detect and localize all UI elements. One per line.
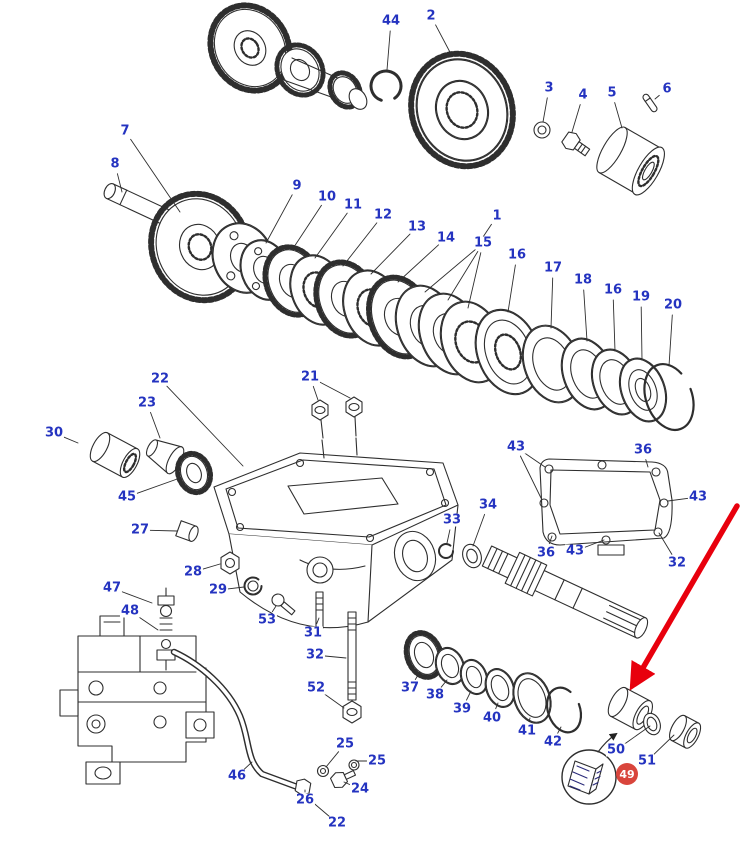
part-callout-51: 51 (636, 753, 658, 769)
part-callout-40: 40 (481, 710, 503, 726)
part-callout-34: 34 (477, 497, 499, 513)
part-callout-28: 28 (182, 564, 204, 580)
part-callout-29: 29 (207, 582, 229, 598)
part-bolt-4 (561, 131, 591, 157)
part-gear-2 (408, 50, 516, 170)
part-housing-22 (213, 437, 459, 629)
detail-section-49 (561, 732, 618, 805)
red-arrow (629, 503, 740, 691)
part-coupler-5 (596, 126, 665, 196)
part-callout-43: 43 (687, 489, 709, 505)
part-callout-15: 15 (472, 235, 494, 251)
part-callout-7: 7 (119, 123, 131, 139)
part-rings-37-42 (403, 630, 583, 734)
part-callout-25: 25 (366, 753, 388, 769)
part-cover-plate-43 (539, 458, 673, 556)
part-plug-27 (175, 520, 199, 542)
part-washer-3 (533, 121, 551, 139)
part-callout-18: 18 (572, 272, 594, 288)
part-pin-6 (642, 93, 658, 113)
part-callout-1: 1 (491, 208, 503, 224)
part-callout-17: 17 (542, 260, 564, 276)
part-callout-48: 48 (119, 603, 141, 619)
part-callout-11: 11 (342, 197, 364, 213)
part-callout-27: 27 (129, 522, 151, 538)
part-bolt-53 (271, 593, 296, 616)
part-callout-3: 3 (543, 80, 555, 96)
part-washer-34 (462, 543, 482, 569)
part-callout-43: 43 (564, 543, 586, 559)
part-callout-37: 37 (399, 680, 421, 696)
part-callout-36: 36 (535, 545, 557, 561)
part-callout-4: 4 (577, 87, 589, 103)
part-callout-45: 45 (116, 489, 138, 505)
part-callout-19: 19 (630, 289, 652, 305)
part-callout-8: 8 (109, 156, 121, 172)
part-valve-47-48 (156, 587, 176, 671)
part-callout-32: 32 (304, 647, 326, 663)
part-callout-50: 50 (605, 742, 627, 758)
part-callout-23: 23 (136, 395, 158, 411)
part-callout-42: 42 (542, 734, 564, 750)
callout-leader-lines (62, 24, 689, 817)
part-callout-21: 21 (299, 369, 321, 385)
part-stud-32 (347, 611, 357, 701)
part-callout-22: 22 (149, 371, 171, 387)
part-snap-ring-44 (369, 69, 403, 103)
part-nut-28 (220, 551, 240, 575)
part-callout-13: 13 (406, 219, 428, 235)
part-cap-51 (669, 714, 702, 749)
part-callout-16: 16 (506, 247, 528, 263)
part-nuts-21 (311, 396, 363, 439)
part-clutch-pack (239, 239, 505, 384)
part-callout-6: 6 (661, 81, 673, 97)
part-callout-43: 43 (505, 439, 527, 455)
part-callout-16: 16 (602, 282, 624, 298)
part-callout-30: 30 (43, 425, 65, 441)
part-callout-47: 47 (101, 580, 123, 596)
part-ring-33 (438, 543, 454, 559)
part-input-shaft (207, 2, 368, 110)
part-callout-39: 39 (451, 701, 473, 717)
part-ring-29 (243, 576, 263, 596)
part-callout-32: 32 (666, 555, 688, 571)
part-callout-52: 52 (305, 680, 327, 696)
part-callout-5: 5 (606, 85, 618, 101)
part-valve-block (59, 615, 215, 785)
part-drums-16-20 (474, 308, 695, 432)
part-nut-52 (342, 700, 362, 724)
part-callout-26: 26 (294, 792, 316, 808)
part-callout-2: 2 (425, 8, 437, 24)
part-callout-53: 53 (256, 612, 278, 628)
part-callout-36: 36 (632, 442, 654, 458)
part-pipe-46 (170, 648, 360, 796)
part-callout-25: 25 (334, 736, 356, 752)
part-49-badge: 49 (616, 763, 638, 785)
part-callout-46: 46 (226, 768, 248, 784)
part-callout-41: 41 (516, 723, 538, 739)
part-callout-14: 14 (435, 230, 457, 246)
part-callout-10: 10 (316, 189, 338, 205)
part-callout-12: 12 (372, 207, 394, 223)
part-washer-50 (643, 712, 661, 736)
part-callout-9: 9 (291, 178, 303, 194)
part-coupler-30 (89, 431, 141, 479)
part-shaft-33 (481, 545, 649, 639)
part-callout-31: 31 (302, 625, 324, 641)
part-callout-33: 33 (441, 512, 463, 528)
part-callout-38: 38 (424, 687, 446, 703)
part-callout-20: 20 (662, 297, 684, 313)
part-callout-22: 22 (326, 815, 348, 831)
part-callout-44: 44 (380, 13, 402, 29)
part-callout-24: 24 (349, 781, 371, 797)
